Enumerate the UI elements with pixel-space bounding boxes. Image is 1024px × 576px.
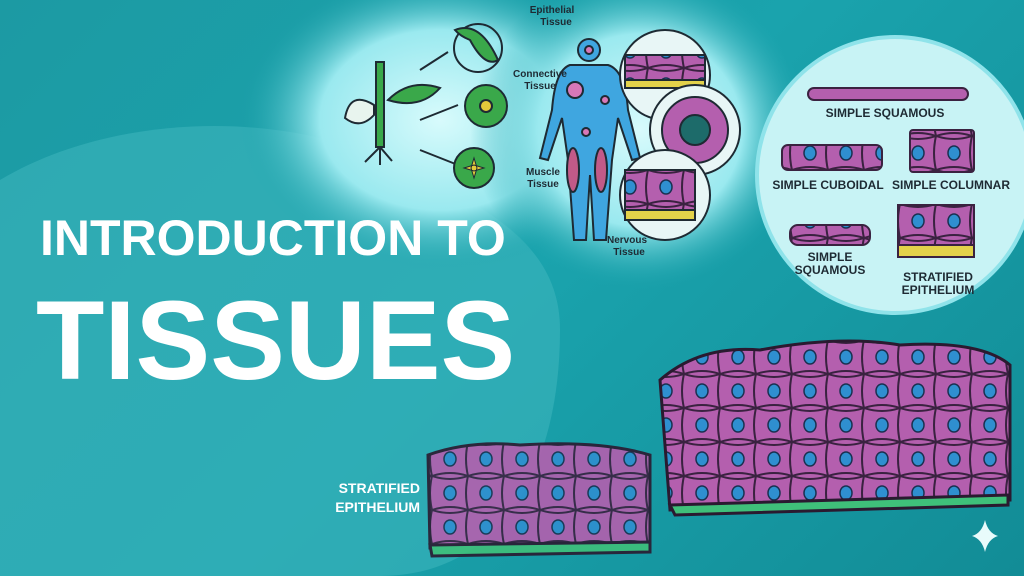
epithelium-type-labels: SIMPLE SQUAMOUS SIMPLE CUBOIDAL SIMPLE C… (772, 106, 1010, 297)
svg-text:EPITHELIUM: EPITHELIUM (335, 499, 420, 515)
stratified-epithelium-label: STRATIFIED (903, 270, 973, 284)
svg-text:Tissue: Tissue (524, 81, 556, 92)
nervous-label: Nervous (607, 235, 647, 246)
plant-illustration (343, 23, 508, 189)
epithelium-types (781, 87, 975, 258)
simple-cuboidal-label: SIMPLE CUBOIDAL (772, 178, 883, 192)
simple-squamous-2-label: SIMPLE (808, 250, 853, 264)
sparkle-icon (972, 520, 998, 552)
epithelial-label: Epithelial (530, 5, 575, 16)
svg-text:Tissue: Tissue (540, 17, 572, 28)
tissue-magnifier-circles (619, 29, 741, 241)
connective-label: Connective (513, 69, 567, 80)
title-line-1: INTRODUCTION TO (40, 210, 506, 266)
svg-text:Tissue: Tissue (613, 247, 645, 258)
large-tissue-block (658, 339, 1012, 517)
bottom-label: STRATIFIED EPITHELIUM (335, 480, 420, 515)
title-line-2: TISSUES (36, 278, 516, 403)
svg-text:STRATIFIED: STRATIFIED (339, 480, 420, 496)
svg-text:EPITHELIUM: EPITHELIUM (902, 283, 975, 297)
body-labels: Epithelial Tissue Connective Tissue Musc… (513, 5, 647, 258)
small-tissue-block (426, 442, 652, 558)
svg-text:SQUAMOUS: SQUAMOUS (795, 263, 866, 277)
svg-text:Tissue: Tissue (527, 179, 559, 190)
body-glow (470, 0, 810, 290)
simple-squamous-label: SIMPLE SQUAMOUS (826, 106, 945, 120)
muscle-label: Muscle (526, 167, 560, 178)
simple-columnar-label: SIMPLE COLUMNAR (892, 178, 1010, 192)
